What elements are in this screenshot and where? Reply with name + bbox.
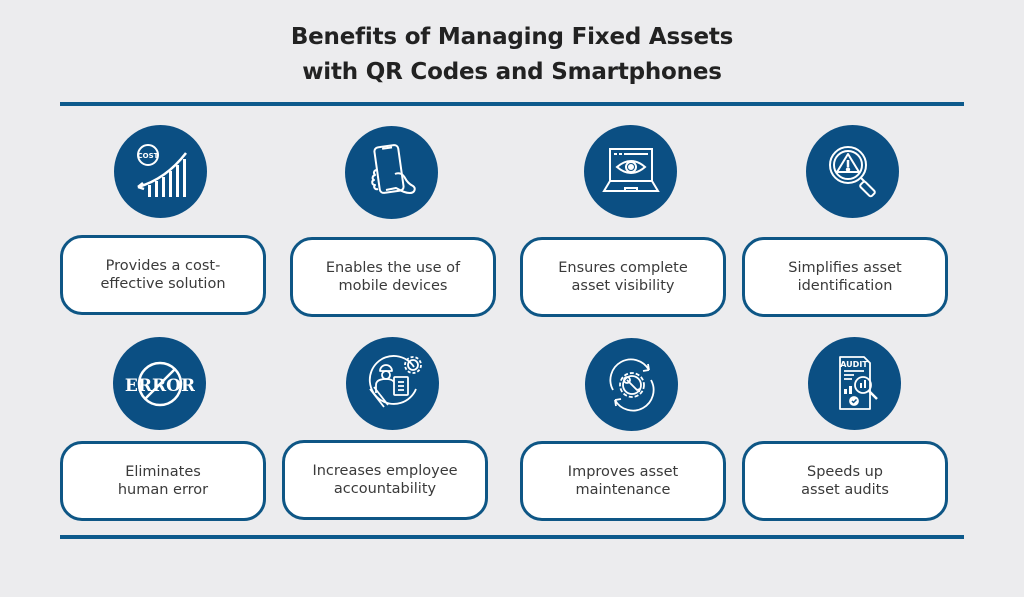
benefit-card-employee-accountability: Increases employee accountability xyxy=(282,440,488,520)
svg-text:COST: COST xyxy=(137,152,158,160)
benefit-label-line-2: asset visibility xyxy=(571,278,675,294)
benefit-card-asset-identification: Simplifies asset identification xyxy=(742,237,948,317)
benefit-card-asset-maintenance: Improves asset maintenance xyxy=(520,441,726,521)
title-line-1: Benefits of Managing Fixed Assets xyxy=(290,24,734,50)
cost-chart-icon: COST xyxy=(114,125,207,218)
hand-holding-phone-icon xyxy=(345,126,438,219)
benefit-label-line-1: Speeds up xyxy=(806,464,883,480)
svg-text:AUDIT: AUDIT xyxy=(840,360,868,369)
page-title: Benefits of Managing Fixed Assets with Q… xyxy=(0,20,1024,90)
benefit-card-asset-visibility: Ensures complete asset visibility xyxy=(520,237,726,317)
bottom-divider xyxy=(60,535,964,539)
magnifier-warning-icon xyxy=(806,125,899,218)
title-line-2: with QR Codes and Smartphones xyxy=(302,59,722,85)
audit-document-icon: AUDIT xyxy=(808,337,901,430)
benefit-label-line-1: Ensures complete xyxy=(558,260,688,276)
benefit-label-line-1: Increases employee xyxy=(312,463,458,479)
benefit-label-line-1: Enables the use of xyxy=(325,260,461,276)
benefit-card-asset-audits: Speeds up asset audits xyxy=(742,441,948,521)
top-divider xyxy=(60,102,964,106)
benefit-card-cost-effective: Provides a cost- effective solution xyxy=(60,235,266,315)
benefit-label-line-2: mobile devices xyxy=(338,278,448,294)
benefit-card-mobile-devices: Enables the use of mobile devices xyxy=(290,237,496,317)
benefit-label-line-1: Simplifies asset xyxy=(788,260,902,276)
benefit-label-line-1: Eliminates xyxy=(125,464,201,480)
benefit-label-line-1: Provides a cost- xyxy=(105,258,221,274)
no-error-icon: ERROR xyxy=(113,337,206,430)
benefit-label-line-2: effective solution xyxy=(100,276,226,292)
svg-text:ERROR: ERROR xyxy=(125,376,195,396)
gear-wrench-cycle-icon xyxy=(585,338,678,431)
worker-clipboard-icon xyxy=(346,337,439,430)
laptop-eye-icon xyxy=(584,125,677,218)
benefit-label-line-2: maintenance xyxy=(575,482,671,498)
benefit-label-line-2: identification xyxy=(797,278,893,294)
benefit-card-human-error: Eliminates human error xyxy=(60,441,266,521)
benefit-label-line-1: Improves asset xyxy=(567,464,679,480)
benefit-label-line-2: asset audits xyxy=(801,482,889,498)
benefit-label-line-2: human error xyxy=(117,482,209,498)
benefit-label-line-2: accountability xyxy=(333,481,437,497)
